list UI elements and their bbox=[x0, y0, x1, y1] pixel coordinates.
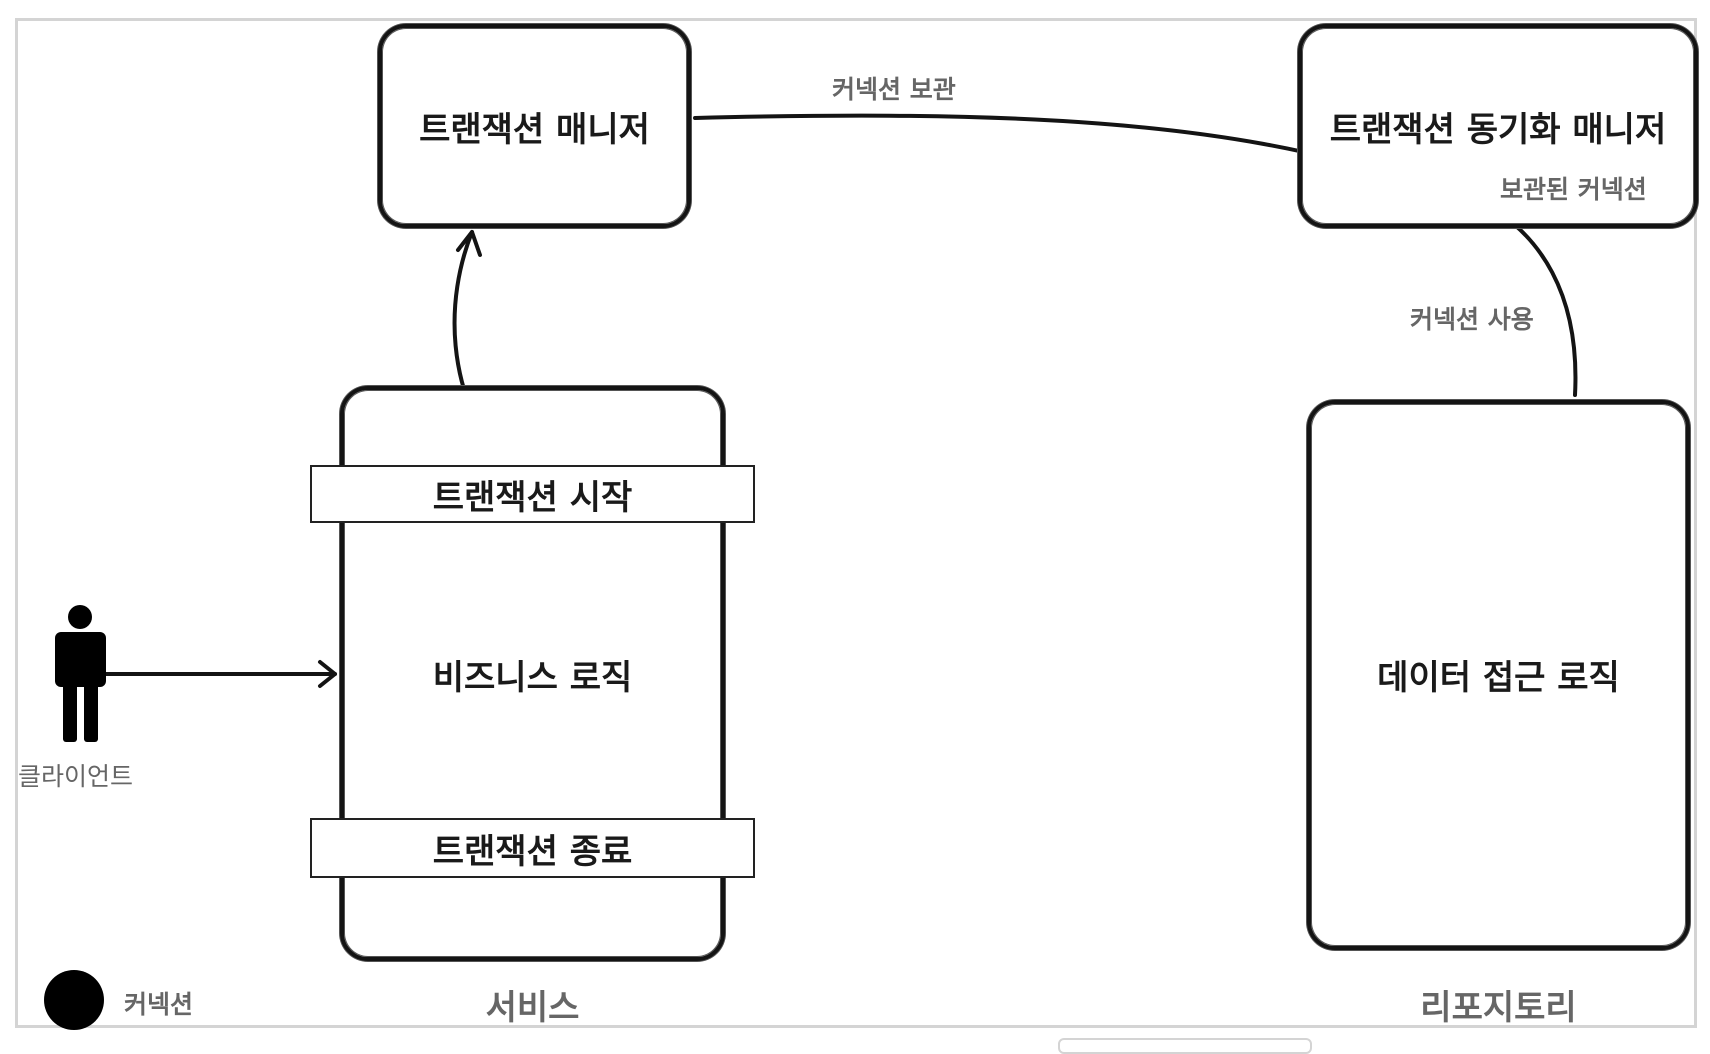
use-connection-label: 커넥션 사용 bbox=[1410, 305, 1534, 334]
data-access-logic-label: 데이터 접근 로직 bbox=[1377, 658, 1620, 698]
sync-manager-label: 트랜잭션 동기화 매니저 bbox=[1329, 110, 1667, 150]
repository-section-label: 리포지토리 bbox=[1420, 988, 1577, 1028]
transaction-manager-label: 트랜잭션 매니저 bbox=[419, 110, 650, 150]
service-section-label: 서비스 bbox=[485, 988, 580, 1028]
diagram-frame bbox=[15, 18, 1697, 1028]
legend-connection-label: 커넥션 bbox=[124, 990, 194, 1019]
legend-connection-dot bbox=[44, 970, 104, 1030]
transaction-end-bar: 트랜잭션 종료 bbox=[310, 818, 755, 878]
kept-connection-label: 보관된 커넥션 bbox=[1500, 175, 1647, 204]
repository-box bbox=[1307, 400, 1690, 950]
transaction-manager-box bbox=[378, 24, 691, 228]
keep-connection-label: 커넥션 보관 bbox=[832, 75, 956, 104]
arrowhead-client-to-service bbox=[318, 660, 337, 688]
client-label: 클라이언트 bbox=[18, 762, 134, 791]
sync-manager-box bbox=[1298, 24, 1698, 228]
transaction-start-bar: 트랜잭션 시작 bbox=[310, 465, 755, 523]
client-person-icon bbox=[55, 605, 106, 742]
arrowhead-start-to-manager bbox=[456, 230, 482, 257]
business-logic-label: 비즈니스 로직 bbox=[432, 658, 633, 698]
